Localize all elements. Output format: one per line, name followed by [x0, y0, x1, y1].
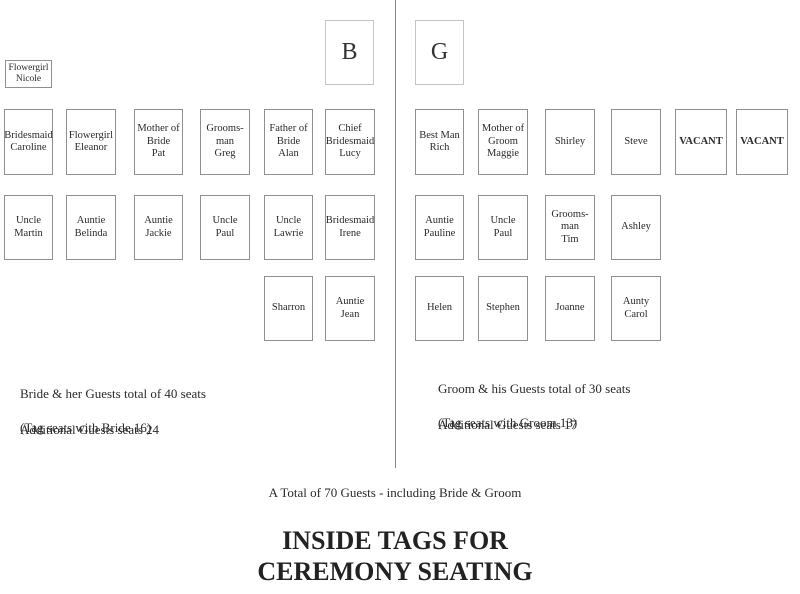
- seat-tag: Best Man Rich: [415, 109, 464, 175]
- seat-tag: Mother of Groom Maggie: [478, 109, 528, 175]
- seat-tag: Grooms- man Tim: [545, 195, 595, 260]
- seat-tag-vacant: VACANT: [675, 109, 727, 175]
- groom-summary-line2: (Tag seats with Groom 13): [438, 415, 578, 430]
- seat-tag: Aunty Carol: [611, 276, 661, 341]
- seat-tag-vacant: VACANT: [736, 109, 788, 175]
- center-divider: [395, 0, 396, 468]
- bride-summary-line1: Bride & her Guests total of 40 seats: [20, 386, 206, 401]
- seat-tag: Flowergirl Eleanor: [66, 109, 116, 175]
- bride-additional: Additional Guests seats 24: [20, 422, 160, 437]
- seat-tag: Auntie Jean: [325, 276, 375, 341]
- seat-tag: Uncle Paul: [478, 195, 528, 260]
- groom-additional: Additional Guests seats 17: [438, 417, 578, 432]
- bride-summary: Bride & her Guests total of 40 seats (Ta…: [20, 368, 206, 453]
- seat-tag: Bridesmaid Irene: [325, 195, 375, 260]
- seat-tag: Stephen: [478, 276, 528, 341]
- seat-tag: Flowergirl Nicole: [5, 60, 52, 88]
- seat-tag: Chief Bridesmaid Lucy: [325, 109, 375, 175]
- seat-tag: Helen: [415, 276, 464, 341]
- seat-tag: Auntie Pauline: [415, 195, 464, 260]
- seat-tag: Auntie Belinda: [66, 195, 116, 260]
- groom-summary-line1: Groom & his Guests total of 30 seats: [438, 381, 631, 396]
- seat-tag: Steve: [611, 109, 661, 175]
- seat-tag: Joanne: [545, 276, 595, 341]
- seat-tag: Grooms- man Greg: [200, 109, 250, 175]
- seat-tag: Auntie Jackie: [134, 195, 183, 260]
- bride-summary-line2: (Tag seats with Bride 16): [20, 420, 152, 435]
- seat-tag: Shirley: [545, 109, 595, 175]
- seat-tag: Sharron: [264, 276, 313, 341]
- seat-tag: Uncle Martin: [4, 195, 53, 260]
- total-guests-line: A Total of 70 Guests - including Bride &…: [268, 485, 522, 500]
- bride-header-tag: B: [325, 20, 374, 85]
- seat-tag: Ashley: [611, 195, 661, 260]
- title-line2: CEREMONY SEATING: [257, 557, 533, 586]
- page-title: INSIDE TAGS FOR CEREMONY SEATING: [0, 525, 790, 587]
- seat-tag: Uncle Paul: [200, 195, 250, 260]
- seat-tag: Mother of Bride Pat: [134, 109, 183, 175]
- seat-tag: Uncle Lawrie: [264, 195, 313, 260]
- seat-tag: Father of Bride Alan: [264, 109, 313, 175]
- groom-header-tag: G: [415, 20, 464, 85]
- seat-tag: Bridesmaid Caroline: [4, 109, 53, 175]
- groom-summary: Groom & his Guests total of 30 seats (Ta…: [438, 363, 630, 448]
- title-line1: INSIDE TAGS FOR: [282, 526, 508, 555]
